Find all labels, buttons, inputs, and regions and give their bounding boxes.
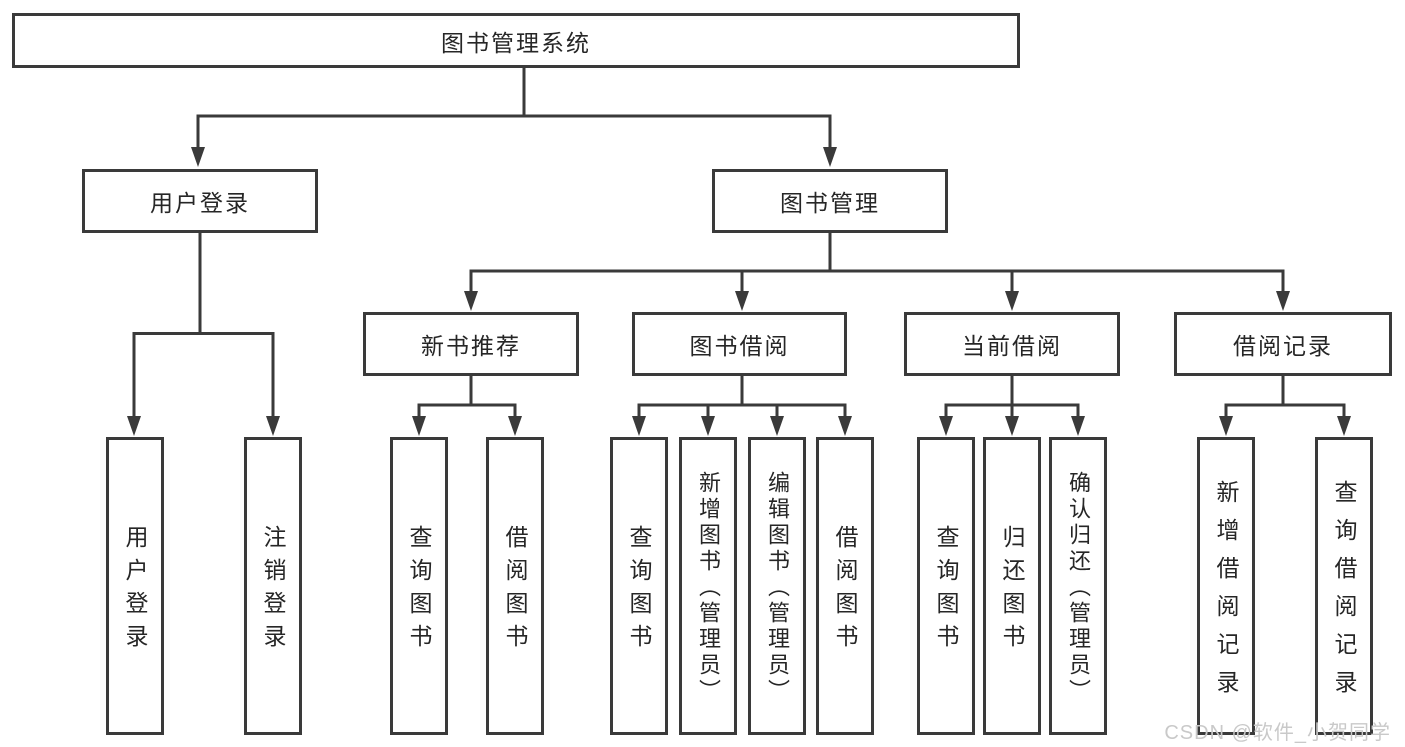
leaf-current-query-books: 查询图书 bbox=[917, 437, 975, 735]
node-new-book-recommend: 新书推荐 bbox=[363, 312, 579, 376]
arrowhead-icon bbox=[735, 291, 749, 311]
node-book-borrow: 图书借阅 bbox=[632, 312, 847, 376]
node-label: 确认归还（管理员） bbox=[1066, 471, 1091, 705]
leaf-newbook-query-books: 查询图书 bbox=[390, 437, 448, 735]
node-label: 图书管理 bbox=[780, 190, 880, 216]
csdn-watermark: CSDN @软件_小贺同学 bbox=[1164, 722, 1391, 744]
arrowhead-icon bbox=[412, 416, 426, 436]
arrowhead-icon bbox=[701, 416, 715, 436]
node-root: 图书管理系统 bbox=[12, 13, 1020, 68]
edge-userlogin-to-leaves bbox=[132, 233, 275, 417]
node-label: 借阅图书 bbox=[502, 525, 528, 657]
leaf-borrow-edit-book-admin: 编辑图书（管理员） bbox=[748, 437, 806, 735]
leaf-newbook-borrow-books: 借阅图书 bbox=[486, 437, 544, 735]
arrowhead-icon bbox=[770, 416, 784, 436]
node-borrow-records: 借阅记录 bbox=[1174, 312, 1392, 376]
arrowhead-icon bbox=[464, 291, 478, 311]
node-label: 新书推荐 bbox=[421, 333, 521, 359]
connector-group bbox=[132, 67, 1346, 417]
edge-newbook-to-leaves bbox=[417, 376, 517, 417]
arrowhead-icon bbox=[1276, 291, 1290, 311]
node-label: 当前借阅 bbox=[962, 333, 1062, 359]
arrowhead-icon bbox=[632, 416, 646, 436]
node-label: 查询图书 bbox=[626, 525, 652, 657]
node-label: 注销登录 bbox=[260, 525, 286, 657]
node-label: 用户登录 bbox=[122, 525, 148, 657]
node-label: 查询图书 bbox=[933, 525, 959, 657]
leaf-records-add-borrow-record: 新增借阅记录 bbox=[1197, 437, 1255, 735]
edge-root-to-level2 bbox=[196, 67, 832, 148]
leaf-borrow-add-book-admin: 新增图书（管理员） bbox=[679, 437, 737, 735]
node-book-management: 图书管理 bbox=[712, 169, 948, 233]
node-label: 新增图书（管理员） bbox=[696, 471, 721, 705]
node-label: 用户登录 bbox=[150, 190, 250, 216]
node-label: 查询借阅记录 bbox=[1331, 479, 1357, 708]
edge-bookmgmt-to-level3 bbox=[469, 233, 1285, 292]
node-user-login: 用户登录 bbox=[82, 169, 318, 233]
arrowhead-icon bbox=[1337, 416, 1351, 436]
leaf-borrow-query-books: 查询图书 bbox=[610, 437, 668, 735]
node-current-borrow: 当前借阅 bbox=[904, 312, 1120, 376]
arrowhead-icon bbox=[939, 416, 953, 436]
node-label: 图书借阅 bbox=[689, 333, 790, 359]
leaf-records-query-borrow-record: 查询借阅记录 bbox=[1315, 437, 1373, 735]
arrowhead-icon bbox=[127, 416, 141, 436]
arrowhead-icon bbox=[1005, 416, 1019, 436]
node-label: 新增借阅记录 bbox=[1213, 479, 1239, 708]
node-label: 查询图书 bbox=[406, 525, 432, 657]
arrowhead-icon bbox=[823, 147, 837, 167]
leaf-current-confirm-return-admin: 确认归还（管理员） bbox=[1049, 437, 1107, 735]
leaf-logout: 注销登录 bbox=[244, 437, 302, 735]
leaf-current-return-books: 归还图书 bbox=[983, 437, 1041, 735]
leaf-borrow-borrow-books: 借阅图书 bbox=[816, 437, 874, 735]
arrowhead-icon bbox=[1219, 416, 1233, 436]
node-label: 图书管理系统 bbox=[441, 29, 591, 56]
arrowhead-icon bbox=[191, 147, 205, 167]
arrowhead-icon bbox=[508, 416, 522, 436]
leaf-user-login: 用户登录 bbox=[106, 437, 164, 735]
node-label: 归还图书 bbox=[999, 525, 1025, 657]
arrowheads bbox=[127, 147, 1351, 436]
edge-records-to-leaves bbox=[1224, 376, 1346, 417]
edge-bookborrow-to-leaves bbox=[637, 376, 847, 417]
arrowhead-icon bbox=[1071, 416, 1085, 436]
arrowhead-icon bbox=[838, 416, 852, 436]
node-label: 借阅图书 bbox=[832, 525, 858, 657]
edge-currentborrow-to-leaves bbox=[944, 376, 1080, 417]
arrowhead-icon bbox=[266, 416, 280, 436]
node-label: 借阅记录 bbox=[1233, 333, 1333, 359]
node-label: 编辑图书（管理员） bbox=[765, 471, 790, 705]
arrowhead-icon bbox=[1005, 291, 1019, 311]
